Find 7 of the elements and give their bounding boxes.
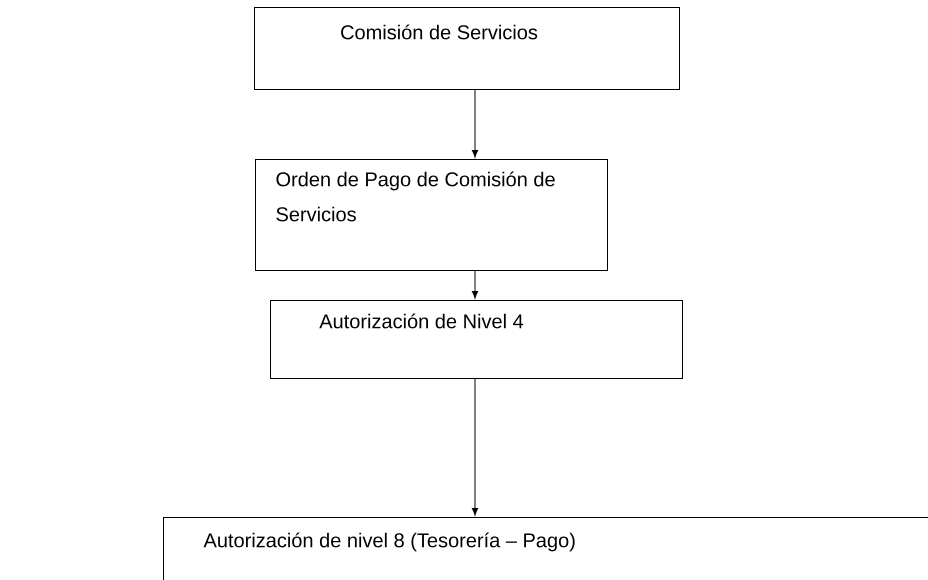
process-box: Autorización de nivel 8 (Tesorería – Pago) <box>163 517 928 580</box>
arrow <box>472 270 478 298</box>
process-box: Comisión de Servicios <box>254 7 680 90</box>
process-box: Orden de Pago de Comisión de Servicios <box>255 159 608 271</box>
arrow <box>472 378 478 516</box>
process-box: Autorización de Nivel 4 <box>270 300 683 379</box>
arrow <box>472 90 478 158</box>
